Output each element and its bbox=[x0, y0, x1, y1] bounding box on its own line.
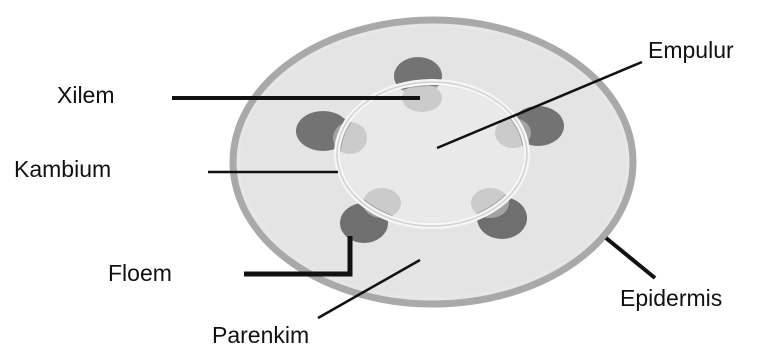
label-floem: Floem bbox=[108, 260, 172, 286]
label-kambium: Kambium bbox=[14, 156, 111, 182]
pith-region bbox=[341, 86, 523, 222]
label-empulur: Empulur bbox=[648, 37, 734, 63]
epidermis-leader bbox=[606, 238, 655, 278]
label-xilem: Xilem bbox=[57, 82, 115, 108]
label-epidermis: Epidermis bbox=[620, 285, 722, 311]
label-parenkim: Parenkim bbox=[212, 322, 309, 348]
